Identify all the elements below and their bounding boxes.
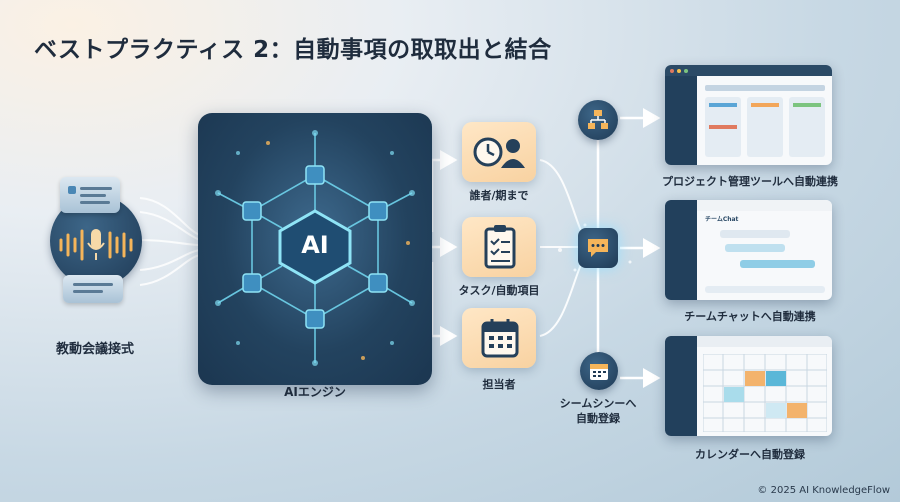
- output-card-assignee: [462, 308, 536, 368]
- chat-bubble-icon: [63, 275, 123, 303]
- sidebar: [665, 76, 697, 165]
- neural-network-graphic: [215, 130, 415, 366]
- flow-line: [139, 211, 201, 241]
- window-titlebar: [665, 65, 832, 76]
- calendar-grid: [703, 354, 827, 432]
- flow-line: [139, 249, 201, 271]
- page-title: ベストプラクティス 2：自動事項の取取出と結合: [34, 37, 552, 63]
- chat-header: チームChat: [705, 216, 739, 223]
- team-chat-window: チームChat: [665, 200, 832, 300]
- chat-bubble-icon: [60, 177, 120, 213]
- output-card-owner-deadline: [462, 122, 536, 182]
- flow-line: [430, 262, 458, 346]
- ai-badge: AI: [301, 231, 329, 259]
- sidebar: [665, 336, 697, 436]
- clock-person-icon: [473, 137, 525, 168]
- flow-line: [139, 197, 201, 236]
- calendar-icon: [580, 352, 618, 390]
- calendar-window: [665, 336, 832, 436]
- hub-note-line1: シームシンーへ: [559, 397, 637, 410]
- chat-icon: [578, 228, 618, 268]
- flow-line: [430, 150, 458, 232]
- integration-label-calendar: カレンダーへ自動登録: [695, 448, 805, 461]
- project-tool-window: [665, 65, 832, 165]
- input-node: [45, 175, 145, 303]
- microphone-icon: [59, 229, 133, 261]
- copyright-footer: © 2025 AI KnowledgeFlow: [757, 485, 890, 496]
- window-titlebar: [665, 200, 832, 211]
- integration-label-chat: チームチャットへ自動連携: [684, 310, 816, 323]
- checklist-icon: [484, 225, 516, 269]
- input-label: 教動会議接式: [55, 342, 134, 357]
- output-label-owner-deadline: 誰者/期まで: [469, 189, 529, 202]
- output-card-task-items: [462, 217, 536, 277]
- flow-line: [139, 239, 201, 246]
- ai-engine-panel: AI: [198, 113, 432, 385]
- integration-label-project: プロジェクト管理ツールへ自動連携: [662, 175, 838, 188]
- flow-line: [139, 254, 201, 286]
- calendar-icon: [481, 319, 519, 358]
- engine-label: AIエンジン: [284, 385, 346, 399]
- window-titlebar: [665, 336, 832, 347]
- output-label-assignee: 担当者: [482, 378, 516, 391]
- org-chart-icon: [578, 100, 618, 140]
- hub-note-line2: 自動登録: [576, 412, 620, 425]
- sidebar: [665, 200, 697, 300]
- output-label-task-items: タスク/自動項目: [458, 284, 540, 297]
